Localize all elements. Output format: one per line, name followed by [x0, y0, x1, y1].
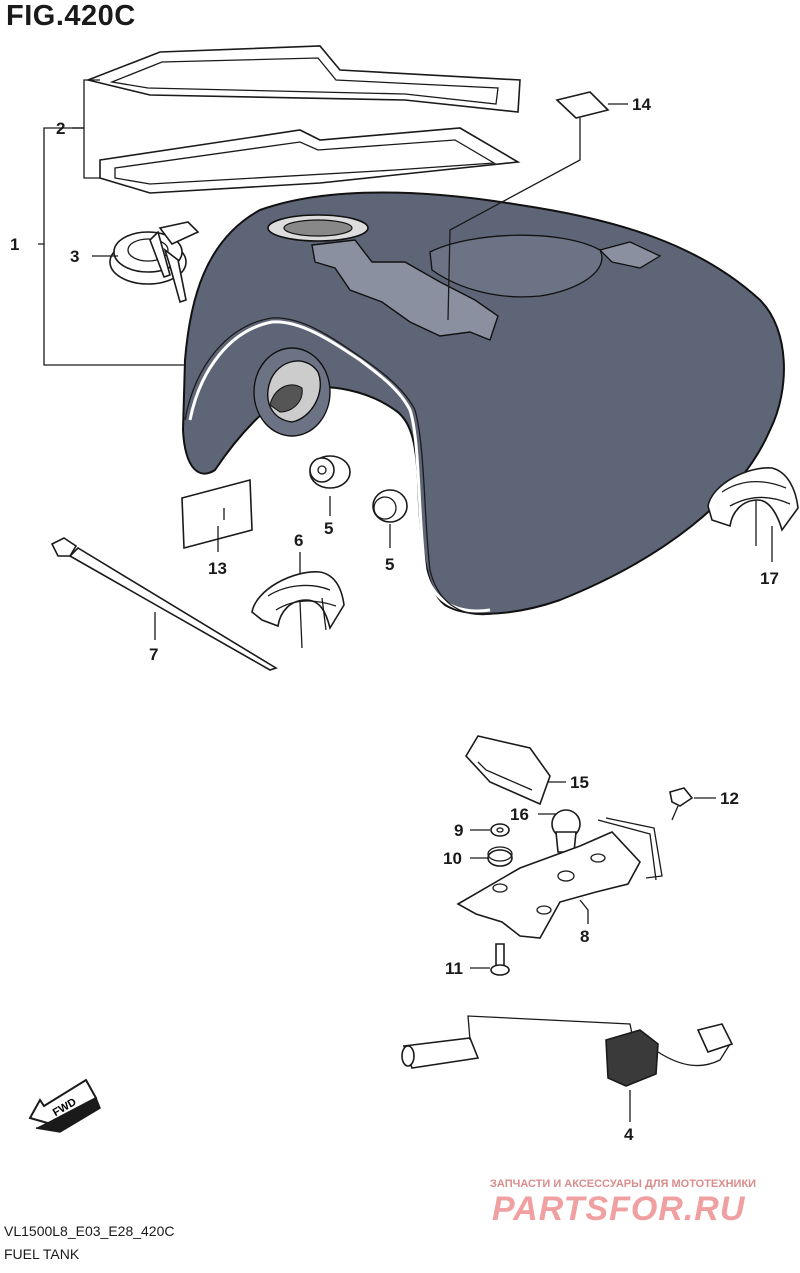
model-code: VL1500L8_E03_E28_420C — [4, 1223, 175, 1239]
callout-1: 1 — [10, 235, 19, 254]
part-5-grommet-a[interactable] — [309, 455, 351, 489]
callout-10: 10 — [443, 849, 462, 868]
part-13-label[interactable] — [181, 478, 253, 550]
part-1-fuel-tank[interactable] — [181, 191, 785, 616]
callout-5b: 5 — [385, 555, 394, 574]
callout-12: 12 — [720, 789, 739, 808]
callout-2: 2 — [56, 119, 65, 138]
callout-11: 11 — [445, 959, 463, 978]
callout-4: 4 — [624, 1125, 634, 1144]
part-17-cushion[interactable] — [707, 467, 799, 546]
figure-caption: FUEL TANK — [4, 1246, 80, 1262]
part-2-decal-lower[interactable] — [99, 127, 521, 194]
callout-13: 13 — [208, 559, 227, 578]
part-2-decal-upper[interactable] — [85, 45, 521, 113]
part-12-bolt[interactable] — [669, 787, 694, 821]
leader-lines — [38, 79, 773, 1122]
part-7-cable-tie[interactable] — [50, 537, 278, 671]
part-11-bolt[interactable] — [490, 943, 510, 976]
part-6-cushion[interactable] — [251, 571, 345, 649]
figure-title: FIG.420C — [6, 0, 136, 32]
callout-7: 7 — [149, 645, 158, 664]
callout-15: 15 — [570, 773, 589, 792]
part-9-collar[interactable] — [490, 823, 510, 837]
callout-5a: 5 — [324, 519, 333, 538]
part-8-bracket[interactable] — [456, 817, 663, 939]
callout-8: 8 — [580, 927, 589, 946]
callout-6: 6 — [294, 531, 303, 550]
callout-17: 17 — [760, 569, 779, 588]
callout-9: 9 — [454, 821, 463, 840]
callout-16: 16 — [510, 805, 529, 824]
callout-labels: 1 2 3 4 5 5 6 7 8 9 10 11 12 13 14 15 16… — [10, 95, 779, 1144]
part-14-label[interactable] — [555, 91, 610, 119]
part-10-grommet[interactable] — [487, 846, 513, 867]
callout-3: 3 — [70, 247, 79, 266]
part-5-grommet-b[interactable] — [372, 489, 408, 523]
watermark-brand: PARTSFOR.RU — [492, 1190, 746, 1228]
fwd-direction-arrow: FWD — [28, 1078, 101, 1133]
watermark-tagline: ЗАПЧАСТИ И АКСЕССУАРЫ ДЛЯ МОТОТЕХНИКИ — [490, 1178, 757, 1190]
part-15-cushion[interactable] — [465, 735, 551, 806]
part-3-fuel-cap[interactable] — [109, 221, 200, 304]
part-16-damper[interactable] — [551, 809, 581, 853]
part-4-fuel-level-sender[interactable] — [401, 1015, 734, 1087]
callout-14: 14 — [632, 95, 651, 114]
